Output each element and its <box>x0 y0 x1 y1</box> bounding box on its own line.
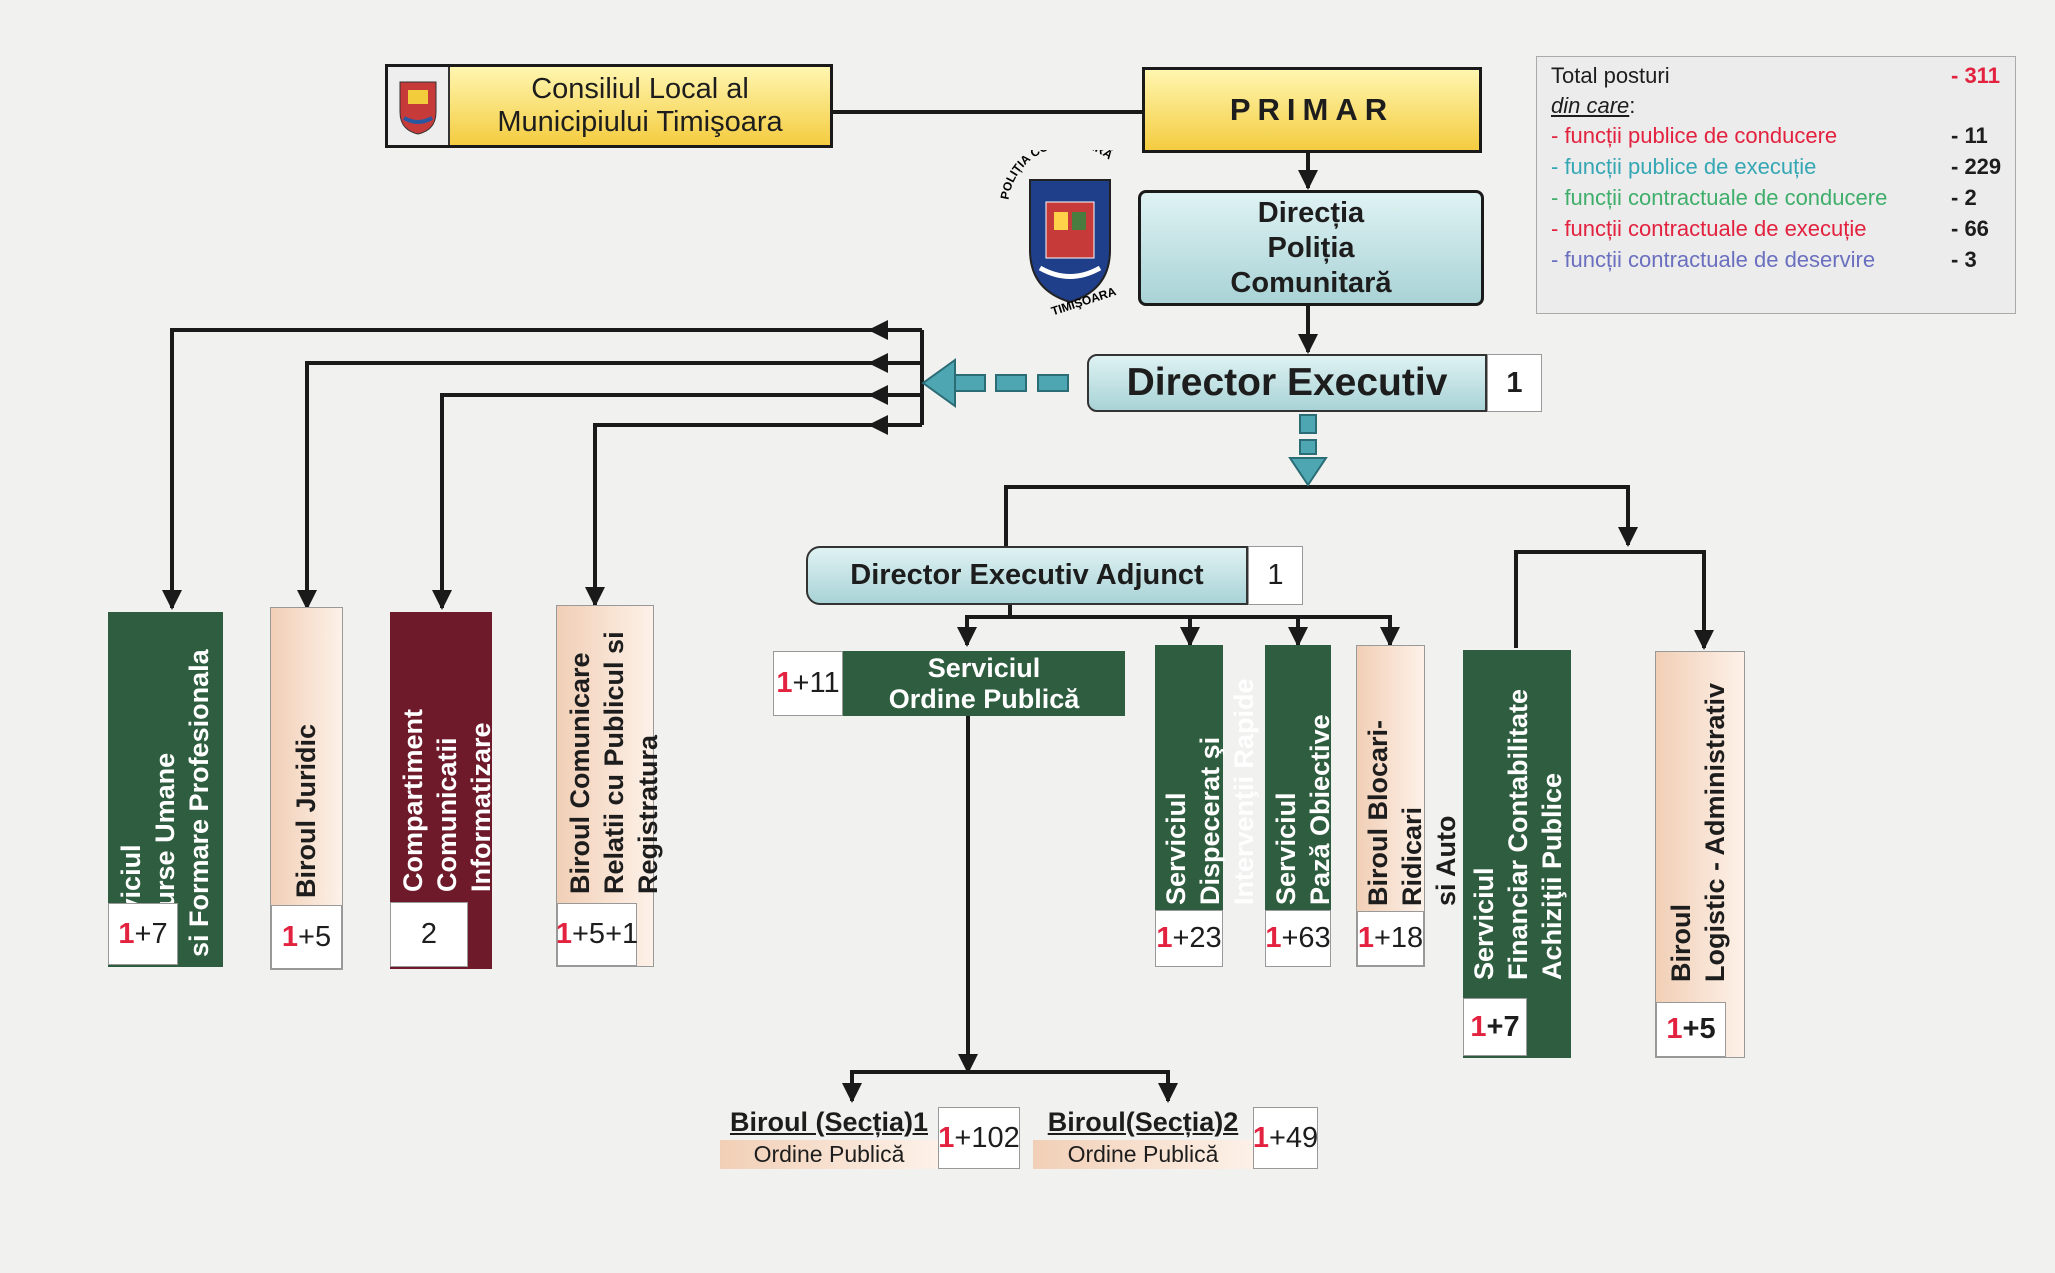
directorate-box: Direcția Poliția Comunitară <box>1138 190 1484 306</box>
section-2: Biroul(Secția)2 Ordine Publică <box>1033 1107 1253 1169</box>
unit-legal: Biroul Juridic 1+5 <box>270 607 343 970</box>
section-1-count: 1+102 <box>938 1107 1020 1169</box>
deputy-count: 1 <box>1248 546 1303 605</box>
totals-subtitle-suffix: : <box>1629 93 1636 118</box>
unit-relations-label: Biroul Comunicare Relatii cu Publicul si… <box>565 631 663 894</box>
totals-legend: Total posturi - 311 din care: - funcții p… <box>1536 56 2016 314</box>
section-2-title: Biroul(Secția)2 <box>1047 1107 1239 1137</box>
legend-row-label: - funcții contractuale de execuție <box>1551 216 1867 241</box>
legend-row-label: - funcții contractuale de deservire <box>1551 247 1876 272</box>
unit-hr: Serviciul Resurse Umane si Formare Profe… <box>108 612 223 967</box>
legend-row: - funcții contractuale de conducere - 2 <box>1551 183 2015 213</box>
unit-towing: Biroul Blocari-Ridicari si Auto Abandona… <box>1356 645 1495 967</box>
unit-finance-label: Serviciul Financiar Contabilitate Achizi… <box>1469 688 1567 980</box>
unit-guard: Serviciul Pază Obiective 1+63 <box>1265 645 1335 967</box>
unit-dispatch-count: 1+23 <box>1155 910 1223 967</box>
unit-guard-label: Serviciul Pază Obiective <box>1271 714 1335 905</box>
city-crest-icon <box>388 67 450 145</box>
legend-row-label: - funcții contractuale de conducere <box>1551 185 1888 210</box>
unit-guard-count: 1+63 <box>1265 910 1331 967</box>
legend-row-value: - 229 <box>1951 154 2002 179</box>
unit-towing-count: 1+18 <box>1357 911 1424 966</box>
unit-logistics-count: 1+5 <box>1656 1002 1726 1057</box>
director-box: Director Executiv <box>1087 354 1487 412</box>
legend-row-label: - funcții publice de conducere <box>1551 123 1838 148</box>
legend-row-value: - 2 <box>1951 185 1977 210</box>
council-box: Consiliul Local al Municipiului Timişoar… <box>385 64 833 148</box>
unit-dispatch: Serviciul Dispecerat şi Intervenţii Rapi… <box>1155 645 1259 967</box>
section-2-count: 1+49 <box>1253 1107 1318 1169</box>
totals-subtitle: din care <box>1551 93 1630 118</box>
section-1-title: Biroul (Secția)1 <box>729 1107 929 1137</box>
legend-row: - funcții contractuale de execuție - 66 <box>1551 214 2015 244</box>
unit-dispatch-label: Serviciul Dispecerat şi Intervenţii Rapi… <box>1161 678 1259 905</box>
ordine-count: 1+11 <box>773 651 843 716</box>
legend-row: - funcții publice de execuție - 229 <box>1551 152 2015 182</box>
unit-legal-count: 1+5 <box>271 905 342 969</box>
unit-it-label: Compartiment Comunicatii Informatizare <box>398 708 496 892</box>
legend-row-value: - 11 <box>1951 123 1988 148</box>
unit-it: Compartiment Comunicatii Informatizare 2 <box>390 612 496 969</box>
ordine-box: Serviciul Ordine Publică <box>843 651 1125 716</box>
legend-row: - funcții publice de conducere - 11 <box>1551 121 2015 151</box>
council-label: Consiliul Local al Municipiului Timişoar… <box>450 67 830 145</box>
unit-legal-label: Biroul Juridic <box>291 723 321 898</box>
legend-row-value: - 66 <box>1951 216 1989 241</box>
section-2-subtitle: Ordine Publică <box>1033 1140 1253 1169</box>
unit-it-count: 2 <box>390 902 468 967</box>
unit-logistics-label: Biroul Logistic - Administrativ <box>1666 682 1730 982</box>
unit-finance-count: 1+7 <box>1463 998 1527 1056</box>
legend-row-value: - 3 <box>1951 247 1977 272</box>
unit-relations-count: 1+5+1 <box>556 903 638 966</box>
totals-title-value: - 311 <box>1951 63 2000 88</box>
totals-title: Total posturi <box>1551 63 1670 88</box>
section-1-subtitle: Ordine Publică <box>720 1140 938 1169</box>
legend-row-label: - funcții publice de execuție <box>1551 154 1817 179</box>
unit-hr-count: 1+7 <box>108 903 178 965</box>
unit-relations: Biroul Comunicare Relatii cu Publicul si… <box>556 605 663 967</box>
mayor-box: PRIMAR <box>1142 67 1482 153</box>
police-crest-logo: POLIȚIA COMUNITARĂ TIMIŞOARA <box>1000 150 1118 315</box>
section-1: Biroul (Secția)1 Ordine Publică <box>720 1107 938 1169</box>
unit-logistics: Biroul Logistic - Administrativ 1+5 <box>1655 651 1745 1058</box>
unit-finance: Serviciul Financiar Contabilitate Achizi… <box>1463 650 1571 1058</box>
deputy-box: Director Executiv Adjunct <box>806 546 1248 605</box>
legend-row: - funcții contractuale de deservire - 3 <box>1551 245 2015 275</box>
director-count: 1 <box>1487 354 1542 412</box>
